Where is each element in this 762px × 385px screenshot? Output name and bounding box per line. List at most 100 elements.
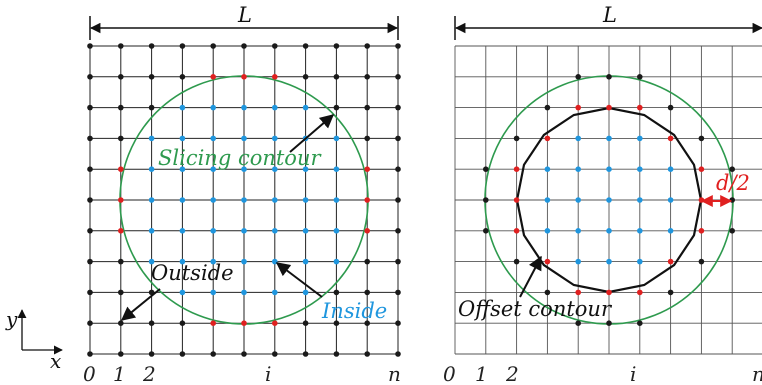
node-outside xyxy=(395,135,401,142)
node-inside xyxy=(575,228,581,234)
node-outside xyxy=(395,320,401,327)
node-inside xyxy=(179,135,186,142)
left-tick-2: 2 xyxy=(142,362,156,385)
slicing-contour-label: Slicing contour xyxy=(158,146,322,170)
node-on-offset xyxy=(637,289,643,296)
node-outside xyxy=(302,74,309,80)
right-tick-i: i xyxy=(630,362,636,385)
outside-label: Outside xyxy=(151,261,234,285)
node-outside xyxy=(364,258,371,265)
node-inside xyxy=(148,258,155,265)
node-inside xyxy=(606,228,612,234)
node-outside xyxy=(483,228,489,234)
node-inside xyxy=(333,166,340,172)
node-on-offset xyxy=(513,166,520,172)
node-on-offset xyxy=(575,289,581,296)
node-inside xyxy=(179,166,186,172)
axis-x-label: x xyxy=(50,349,61,373)
node-outside xyxy=(333,289,340,296)
node-outside xyxy=(87,320,93,327)
node-outside xyxy=(729,228,735,234)
node-inside xyxy=(667,166,674,172)
node-outside xyxy=(333,74,340,80)
node-inside xyxy=(210,258,216,265)
node-outside xyxy=(364,104,371,111)
node-inside xyxy=(148,197,155,203)
node-inside xyxy=(241,228,247,234)
node-outside xyxy=(698,258,705,265)
node-outside xyxy=(87,166,93,172)
node-outside xyxy=(395,228,401,234)
node-on-contour xyxy=(118,197,124,203)
node-inside xyxy=(272,197,278,203)
node-outside xyxy=(513,258,520,265)
node-inside xyxy=(544,228,551,234)
node-outside xyxy=(333,104,340,111)
node-outside xyxy=(210,351,216,357)
node-outside xyxy=(606,320,612,327)
node-outside xyxy=(513,135,520,142)
node-inside xyxy=(241,104,247,111)
node-inside xyxy=(179,289,186,296)
node-inside xyxy=(333,258,340,265)
node-outside xyxy=(148,43,155,49)
left-tick-n: n xyxy=(388,362,401,385)
node-inside xyxy=(302,166,309,172)
node-inside xyxy=(272,166,278,172)
node-outside xyxy=(87,135,93,142)
node-inside xyxy=(637,258,643,265)
node-outside xyxy=(333,320,340,327)
node-on-contour xyxy=(241,320,247,327)
node-outside xyxy=(87,351,93,357)
node-outside xyxy=(729,166,735,172)
node-inside xyxy=(272,228,278,234)
node-inside xyxy=(637,228,643,234)
node-outside xyxy=(148,74,155,80)
node-inside xyxy=(333,228,340,234)
node-on-offset xyxy=(513,197,520,203)
node-inside xyxy=(544,166,551,172)
node-on-contour xyxy=(364,197,371,203)
node-inside xyxy=(210,166,216,172)
node-outside xyxy=(364,351,371,357)
node-outside xyxy=(637,74,643,80)
node-on-offset xyxy=(606,289,612,296)
length-label-right: L xyxy=(602,3,617,27)
node-outside xyxy=(302,43,309,49)
left-tick-0: 0 xyxy=(83,362,96,385)
node-inside xyxy=(637,197,643,203)
node-on-offset xyxy=(544,258,551,265)
node-on-contour xyxy=(364,166,371,172)
node-inside xyxy=(302,289,309,296)
node-inside xyxy=(241,258,247,265)
node-outside xyxy=(148,104,155,111)
node-outside xyxy=(210,43,216,49)
node-outside xyxy=(118,258,124,265)
node-outside xyxy=(544,104,551,111)
node-outside xyxy=(179,74,186,80)
node-inside xyxy=(575,166,581,172)
half-width-label: d/2 xyxy=(716,171,750,195)
node-on-contour xyxy=(364,228,371,234)
node-on-offset xyxy=(667,135,674,142)
node-outside xyxy=(606,74,612,80)
node-inside xyxy=(302,258,309,265)
node-outside xyxy=(395,166,401,172)
inside-arrow xyxy=(275,262,323,298)
node-outside xyxy=(118,135,124,142)
node-outside xyxy=(87,289,93,296)
node-inside xyxy=(241,135,247,142)
node-outside xyxy=(544,289,551,296)
node-inside xyxy=(333,197,340,203)
node-outside xyxy=(395,351,401,357)
node-inside xyxy=(302,197,309,203)
node-inside xyxy=(272,104,278,111)
right-tick-1: 1 xyxy=(475,362,488,385)
node-outside xyxy=(302,351,309,357)
node-on-offset xyxy=(698,228,705,234)
node-inside xyxy=(148,135,155,142)
node-outside xyxy=(637,320,643,327)
offset-contour-arrow xyxy=(519,255,542,298)
right-panel: L d/2 Offset contour 0 1 2 i n xyxy=(443,3,762,385)
